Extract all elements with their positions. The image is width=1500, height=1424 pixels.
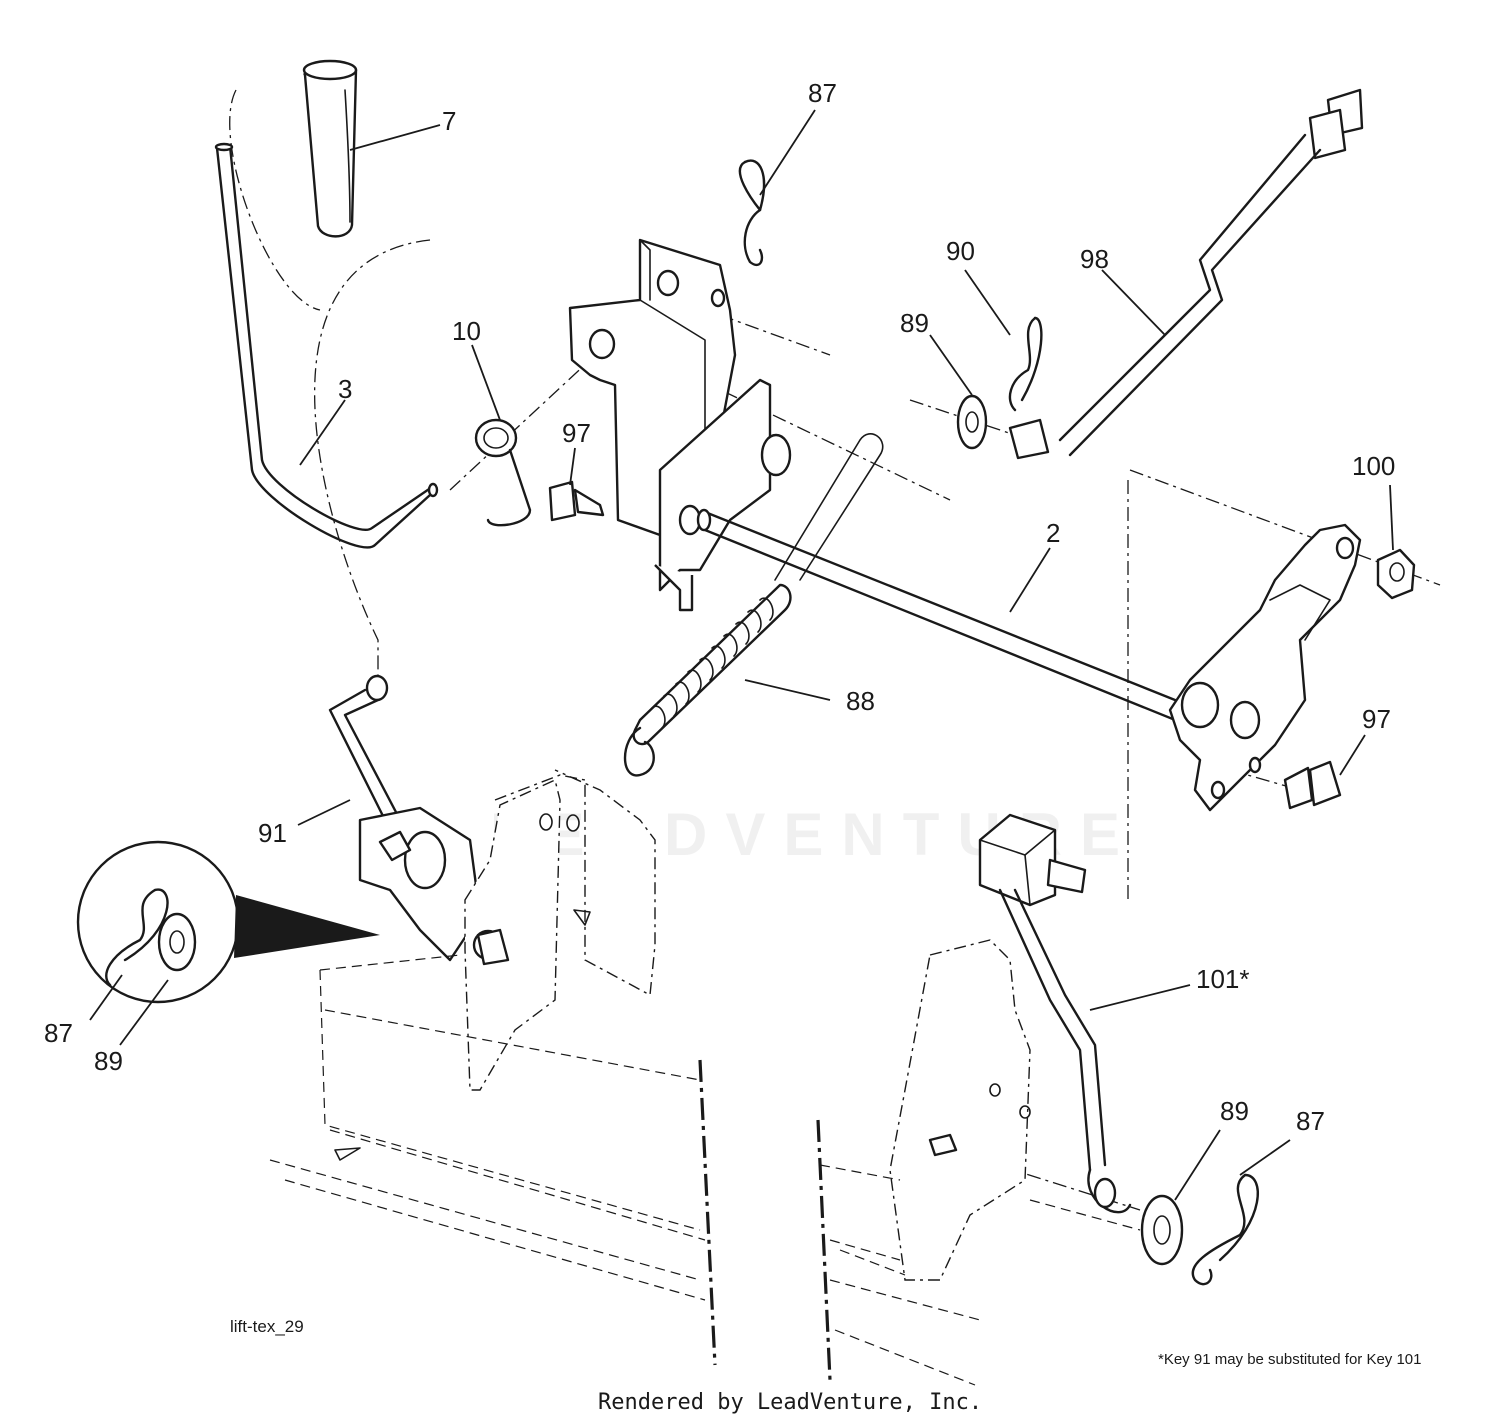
callout-89-detail: 89	[94, 1046, 123, 1076]
bracket-axis-line	[719, 314, 831, 356]
callout-91: 91	[258, 818, 287, 848]
grip-part-7	[302, 59, 358, 238]
callout-87-detail: 87	[44, 1018, 73, 1048]
deck-bracket-left	[464, 769, 656, 1091]
footnote: *Key 91 may be substituted for Key 101	[1158, 1351, 1422, 1368]
callout-10: 10	[452, 316, 481, 346]
detail-bubble	[76, 840, 380, 1004]
rendered-by-credit: Rendered by LeadVenture, Inc.	[598, 1390, 983, 1415]
nut-part-100	[1376, 548, 1416, 600]
callout-97-left: 97	[562, 418, 591, 448]
callout-3: 3	[338, 374, 353, 404]
height-link-part-101	[978, 813, 1132, 1214]
lift-bracket	[568, 238, 792, 612]
callout-87-bottom: 87	[1296, 1106, 1325, 1136]
washer-part-89-bottom	[1140, 1194, 1184, 1266]
mower-deck-right	[816, 1119, 1141, 1386]
callout-90: 90	[946, 236, 975, 266]
drawing-id: lift-tex_29	[230, 1317, 304, 1336]
spring-axis-line	[449, 359, 591, 491]
assist-spring-part-88	[623, 433, 884, 777]
callout-7: 7	[442, 106, 457, 136]
hairpin-part-87-top	[738, 159, 766, 267]
height-link-part-91	[328, 674, 482, 962]
callout-89-top: 89	[900, 308, 929, 338]
torsion-spring-part-10	[474, 418, 532, 527]
callout-101: 101*	[1196, 964, 1250, 994]
callout-100: 100	[1352, 451, 1396, 481]
washer-part-89-top	[956, 394, 988, 450]
callout-89-bottom: 89	[1220, 1096, 1249, 1126]
callout-2: 2	[1046, 518, 1061, 548]
callout-97-right: 97	[1362, 704, 1391, 734]
callout-88: 88	[846, 686, 875, 716]
link-rod-part-98	[1008, 88, 1364, 460]
deck-bracket-right	[889, 939, 1031, 1281]
mower-deck-left	[269, 954, 717, 1366]
handle-centerline	[313, 239, 431, 680]
bolt-part-97-right	[1283, 760, 1342, 810]
lift-handle-part-3	[214, 142, 439, 549]
lift-arm-right	[1168, 523, 1362, 812]
hairpin-part-87-bottom	[1191, 1173, 1259, 1286]
bolt-part-97-left	[548, 480, 605, 522]
callout-87-top: 87	[808, 78, 837, 108]
grip-centerline	[229, 89, 321, 311]
leader-lines	[89, 109, 1394, 1201]
callout-98: 98	[1080, 244, 1109, 274]
hairpin-part-90	[1008, 316, 1043, 412]
